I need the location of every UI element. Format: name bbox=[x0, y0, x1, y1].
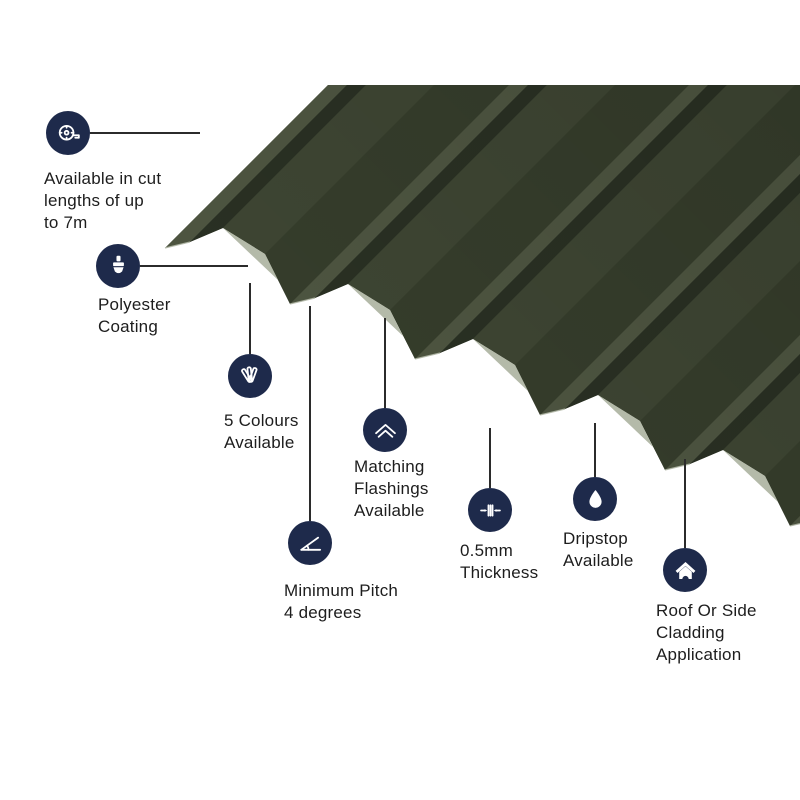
flashings-label: Matching Flashings Available bbox=[354, 457, 429, 521]
thickness-badge bbox=[468, 488, 512, 532]
dripstop-label: Dripstop Available bbox=[563, 529, 634, 571]
polyester-coating-label: Polyester Coating bbox=[98, 295, 171, 337]
colours-label: 5 Colours Available bbox=[224, 411, 299, 453]
flashing-icon bbox=[374, 423, 396, 438]
thickness-gauge-icon bbox=[479, 503, 501, 517]
pitch-badge bbox=[288, 521, 332, 565]
tape-measure-icon bbox=[58, 124, 80, 140]
dripstop-badge bbox=[573, 477, 617, 521]
house-door-arch bbox=[681, 575, 689, 579]
flashings-badge bbox=[363, 408, 407, 452]
cladding-badge bbox=[663, 548, 707, 592]
pitch-label: Minimum Pitch 4 degrees bbox=[284, 581, 399, 623]
cut-lengths-badge bbox=[46, 111, 90, 155]
cut-lengths-label: Available in cut lengths of up to 7m bbox=[44, 169, 162, 233]
polyester-coating-badge bbox=[96, 244, 140, 288]
paint-brush-icon bbox=[112, 255, 124, 273]
leader-lines bbox=[90, 132, 686, 548]
water-drop-icon bbox=[588, 489, 602, 508]
sheet-cut-edges bbox=[164, 228, 800, 527]
cladding-label: Roof Or Side Cladding Application bbox=[656, 601, 757, 665]
colours-badge bbox=[228, 354, 272, 398]
house-icon bbox=[675, 561, 695, 579]
pitch-angle-icon bbox=[299, 536, 321, 551]
colour-swatch-icon bbox=[240, 365, 257, 383]
thickness-label: 0.5mm Thickness bbox=[460, 541, 539, 583]
